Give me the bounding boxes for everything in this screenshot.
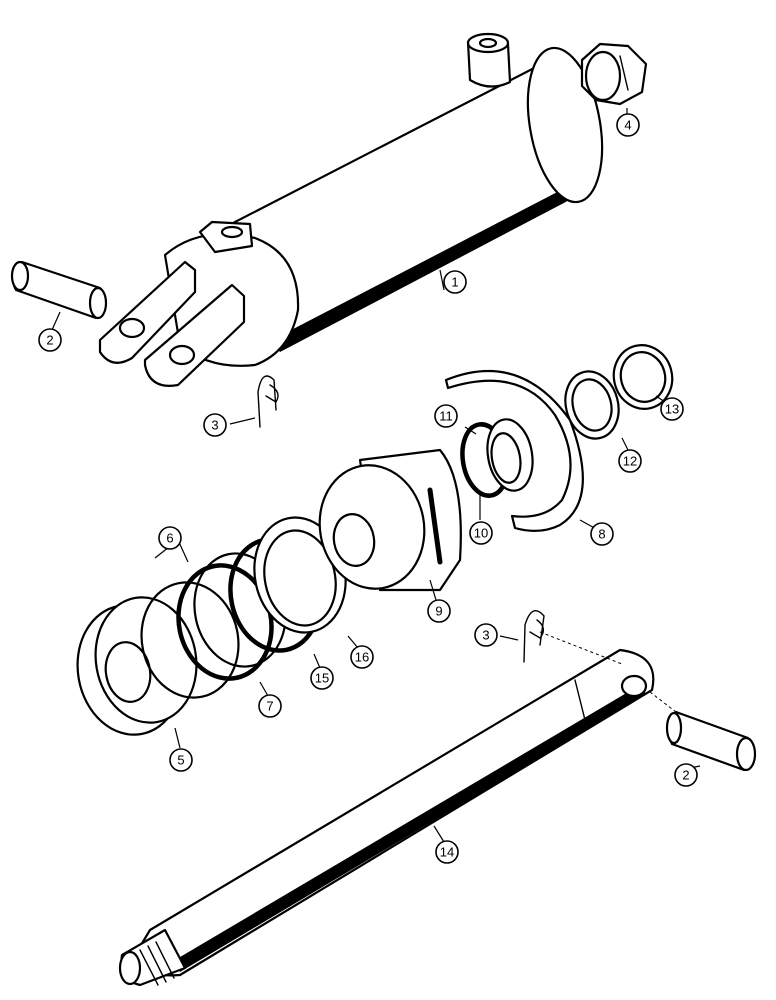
piston-rod bbox=[118, 648, 655, 987]
callout-8-label: 8 bbox=[598, 527, 605, 542]
alignment-line bbox=[539, 631, 623, 665]
piston bbox=[76, 596, 198, 736]
callout-6: 6 bbox=[158, 526, 182, 550]
callout-14-label: 14 bbox=[440, 845, 454, 860]
callout-16-label: 16 bbox=[355, 650, 369, 665]
callout-5-label: 5 bbox=[177, 753, 184, 768]
callout-5: 5 bbox=[169, 748, 193, 772]
callout-13: 13 bbox=[660, 397, 684, 421]
callout-13-label: 13 bbox=[665, 402, 679, 417]
callout-2-upper: 2 bbox=[38, 328, 62, 352]
hair-pin-clip-lower bbox=[523, 610, 545, 663]
callout-4-label: 4 bbox=[624, 118, 631, 133]
hair-pin-clip-upper bbox=[257, 375, 279, 428]
callout-6-label: 6 bbox=[166, 531, 173, 546]
alignment-line-2 bbox=[649, 691, 677, 713]
callout-15: 15 bbox=[310, 666, 334, 690]
callout-7-label: 7 bbox=[266, 699, 273, 714]
callout-7: 7 bbox=[258, 694, 282, 718]
callout-10: 10 bbox=[469, 521, 493, 545]
callout-3-upper-label: 3 bbox=[211, 418, 218, 433]
callout-1: 1 bbox=[443, 270, 467, 294]
callout-2-upper-label: 2 bbox=[46, 333, 53, 348]
callout-11-label: 11 bbox=[439, 409, 453, 424]
seal-ring-13 bbox=[612, 344, 674, 410]
callout-9-label: 9 bbox=[435, 604, 442, 619]
wiper-ring-12 bbox=[564, 370, 620, 440]
callout-15-label: 15 bbox=[315, 671, 329, 686]
retaining-ring bbox=[444, 369, 584, 532]
callout-12-label: 12 bbox=[623, 454, 637, 469]
callout-2-lower: 2 bbox=[674, 763, 698, 787]
callout-3-lower-label: 3 bbox=[482, 628, 489, 643]
callout-11: 11 bbox=[434, 404, 458, 428]
callout-1-label: 1 bbox=[451, 275, 458, 290]
pin-lower bbox=[665, 710, 757, 772]
backup-ring-11 bbox=[486, 418, 534, 492]
leader-lines bbox=[51, 108, 701, 843]
callout-10-label: 10 bbox=[474, 526, 488, 541]
callout-14: 14 bbox=[435, 840, 459, 864]
nut bbox=[580, 42, 648, 106]
callout-8: 8 bbox=[590, 522, 614, 546]
callout-2-lower-label: 2 bbox=[682, 768, 689, 783]
callout-4: 4 bbox=[616, 113, 640, 137]
callout-9: 9 bbox=[427, 599, 451, 623]
pin-upper bbox=[10, 260, 108, 320]
cylinder-barrel bbox=[98, 32, 604, 387]
cylinder-head bbox=[318, 448, 462, 592]
callout-3-lower: 3 bbox=[474, 623, 498, 647]
callout-16: 16 bbox=[350, 645, 374, 669]
callout-12: 12 bbox=[618, 449, 642, 473]
callout-3-upper: 3 bbox=[203, 413, 227, 437]
seal-ring-6a bbox=[140, 581, 240, 699]
